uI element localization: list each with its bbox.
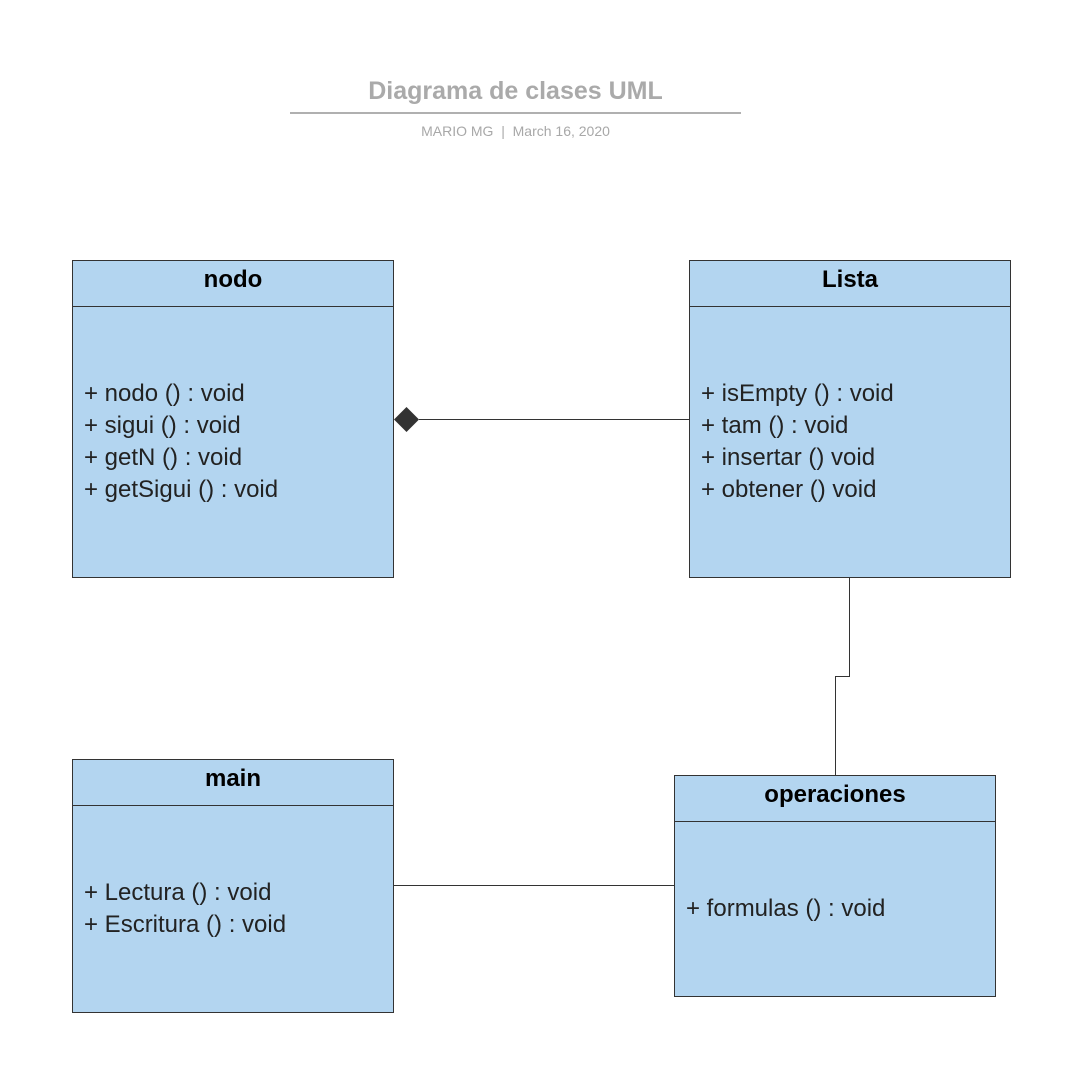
method: + getSigui () : void <box>84 476 279 503</box>
method: + obtener () void <box>701 476 877 503</box>
document-meta: MARIO MG | March 16, 2020 <box>421 123 610 139</box>
method: + formulas () : void <box>686 895 886 922</box>
class-box-nodo[interactable]: nodo + nodo () : void + sigui () : void … <box>72 260 394 578</box>
document-date: March 16, 2020 <box>512 123 610 139</box>
class-name-main: main <box>73 760 393 806</box>
class-box-main[interactable]: main + Lectura () : void + Escritura () … <box>72 759 394 1013</box>
class-methods-lista: + isEmpty () : void + tam () : void + in… <box>690 307 1010 577</box>
method: + tam () : void <box>701 412 849 439</box>
document-author: MARIO MG <box>421 123 494 139</box>
method: + sigui () : void <box>84 412 241 439</box>
class-methods-nodo: + nodo () : void + sigui () : void + get… <box>73 307 393 577</box>
method: + Lectura () : void <box>84 879 272 906</box>
class-methods-operaciones: + formulas () : void <box>675 822 995 996</box>
class-name-nodo: nodo <box>73 261 393 307</box>
class-box-lista[interactable]: Lista + isEmpty () : void + tam () : voi… <box>689 260 1011 578</box>
class-box-operaciones[interactable]: operaciones + formulas () : void <box>674 775 996 997</box>
class-name-operaciones: operaciones <box>675 776 995 822</box>
class-name-lista: Lista <box>690 261 1010 307</box>
method: + nodo () : void <box>84 380 245 407</box>
method: + Escritura () : void <box>84 911 287 938</box>
composition-diamond <box>394 407 419 432</box>
method: + isEmpty () : void <box>701 380 894 407</box>
document-title-block: Diagrama de clases UML MARIO MG | March … <box>290 72 741 139</box>
method: + insertar () void <box>701 444 876 471</box>
class-methods-main: + Lectura () : void + Escritura () : voi… <box>73 806 393 1012</box>
document-title: Diagrama de clases UML <box>290 72 741 114</box>
method: + getN () : void <box>84 444 243 471</box>
connector-lista-operaciones[interactable] <box>835 577 850 775</box>
